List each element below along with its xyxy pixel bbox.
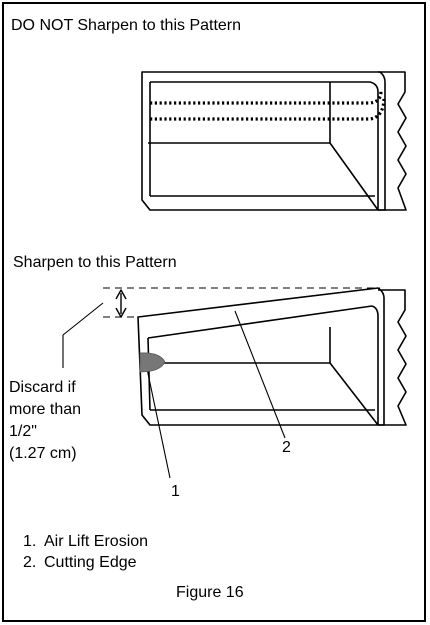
figure-caption: Figure 16 — [176, 584, 244, 601]
discard-note-line-2: more than — [9, 401, 82, 418]
discard-note-line-4: (1.27 cm) — [9, 445, 77, 462]
figure-frame — [2, 2, 426, 622]
legend-item-2-number: 2. — [23, 554, 37, 571]
callout-1-leader — [145, 363, 171, 479]
discard-leader — [62, 302, 104, 368]
legend-item-2-text: Cutting Edge — [44, 554, 137, 571]
correct-blade-bevel-line — [329, 362, 379, 426]
incorrect-blade-inner-face — [150, 81, 379, 210]
correct-blade-drawing — [62, 287, 407, 479]
callout-2-leader — [234, 310, 286, 439]
callout-2-label: 2 — [282, 439, 291, 456]
measure-arrow-head-top — [115, 289, 127, 300]
incorrect-blade-drawing — [141, 71, 407, 211]
incorrect-erosion-line-lower — [150, 96, 386, 121]
incorrect-blade-break — [378, 71, 407, 211]
measure-arrow-head-bottom — [115, 307, 127, 318]
incorrect-erosion-line-upper — [150, 90, 383, 105]
top-heading: DO NOT Sharpen to this Pattern — [11, 17, 242, 34]
discard-note-line-3: 1/2" — [9, 423, 37, 440]
air-lift-erosion-mark — [139, 352, 166, 373]
correct-blade-outline — [137, 287, 385, 426]
incorrect-blade-bevel-line — [329, 142, 379, 211]
correct-blade-bevel-band — [147, 305, 373, 339]
bottom-heading: Sharpen to this Pattern — [13, 254, 177, 271]
callout-1-label: 1 — [171, 483, 180, 500]
legend-item-1-text: Air Lift Erosion — [44, 533, 149, 550]
legend-item-1-number: 1. — [23, 533, 37, 550]
correct-blade-left-edge — [147, 337, 151, 411]
correct-blade-break — [378, 289, 407, 426]
incorrect-blade-outline — [141, 71, 386, 211]
discard-note-line-1: Discard if — [9, 379, 76, 396]
incorrect-erosion-dots — [150, 90, 386, 121]
correct-blade-right-face — [371, 305, 379, 425]
